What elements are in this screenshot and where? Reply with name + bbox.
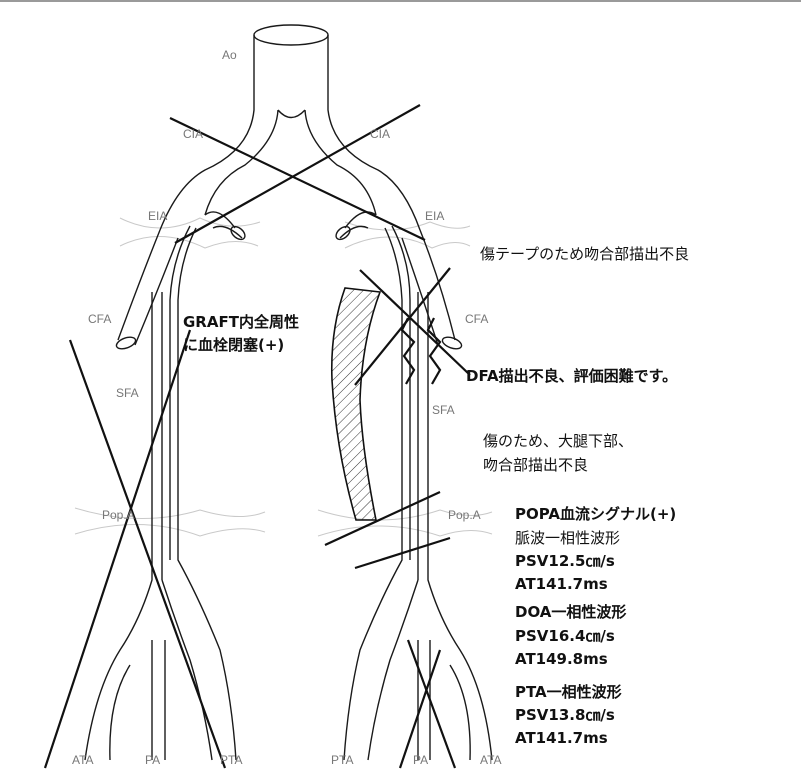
clinical-notes: GRAFT内全周性 に血栓閉塞(+) 傷テープのため吻合部描出不良 DFA描出不… bbox=[183, 245, 689, 747]
note-pta-line1: PTA一相性波形 bbox=[515, 683, 622, 701]
label-pta-left: PTA bbox=[331, 753, 353, 767]
note-doa-line2: PSV16.4㎝/s bbox=[515, 627, 615, 645]
note-doa-line3: AT149.8ms bbox=[515, 650, 608, 668]
graft-thrombus-hatch bbox=[332, 288, 380, 520]
note-wound-line2: 吻合部描出不良 bbox=[483, 456, 588, 474]
note-doa-line1: DOA一相性波形 bbox=[515, 603, 626, 621]
label-pa-left: PA bbox=[413, 753, 428, 767]
label-sfa-right: SFA bbox=[116, 386, 139, 400]
note-tape: 傷テープのため吻合部描出不良 bbox=[480, 245, 689, 263]
note-graft-line2: に血栓閉塞(+) bbox=[183, 336, 284, 354]
note-popa-line2: 脈波一相性波形 bbox=[515, 529, 620, 547]
right-leg-vessels bbox=[85, 226, 236, 760]
label-cia-left: CIA bbox=[370, 127, 390, 141]
label-cfa-right: CFA bbox=[88, 312, 111, 326]
label-cia-right: CIA bbox=[183, 127, 203, 141]
label-popa-right: Pop.A bbox=[102, 508, 135, 522]
label-eia-left: EIA bbox=[425, 209, 444, 223]
note-popa-line3: PSV12.5㎝/s bbox=[515, 552, 615, 570]
note-wound-line1: 傷のため、大腿下部、 bbox=[483, 432, 633, 450]
label-eia-right: EIA bbox=[148, 209, 167, 223]
label-popa-left: Pop.A bbox=[448, 508, 481, 522]
occlusion-cross-marks bbox=[45, 105, 470, 768]
note-popa-line4: AT141.7ms bbox=[515, 575, 608, 593]
label-ata-left: ATA bbox=[480, 753, 502, 767]
note-popa-line1: POPA血流シグナル(+) bbox=[515, 505, 676, 523]
label-pa-right: PA bbox=[145, 753, 160, 767]
note-dfa: DFA描出不良、評価困難です。 bbox=[466, 367, 677, 385]
label-cfa-left: CFA bbox=[465, 312, 488, 326]
label-ata-right: ATA bbox=[72, 753, 94, 767]
note-pta-line2: PSV13.8㎝/s bbox=[515, 706, 615, 724]
note-pta-line3: AT141.7ms bbox=[515, 729, 608, 747]
note-graft-line1: GRAFT内全周性 bbox=[183, 313, 299, 331]
aorta-opening bbox=[254, 25, 328, 45]
label-sfa-left: SFA bbox=[432, 403, 455, 417]
label-ao: Ao bbox=[222, 48, 237, 62]
label-pta-right: PTA bbox=[220, 753, 242, 767]
